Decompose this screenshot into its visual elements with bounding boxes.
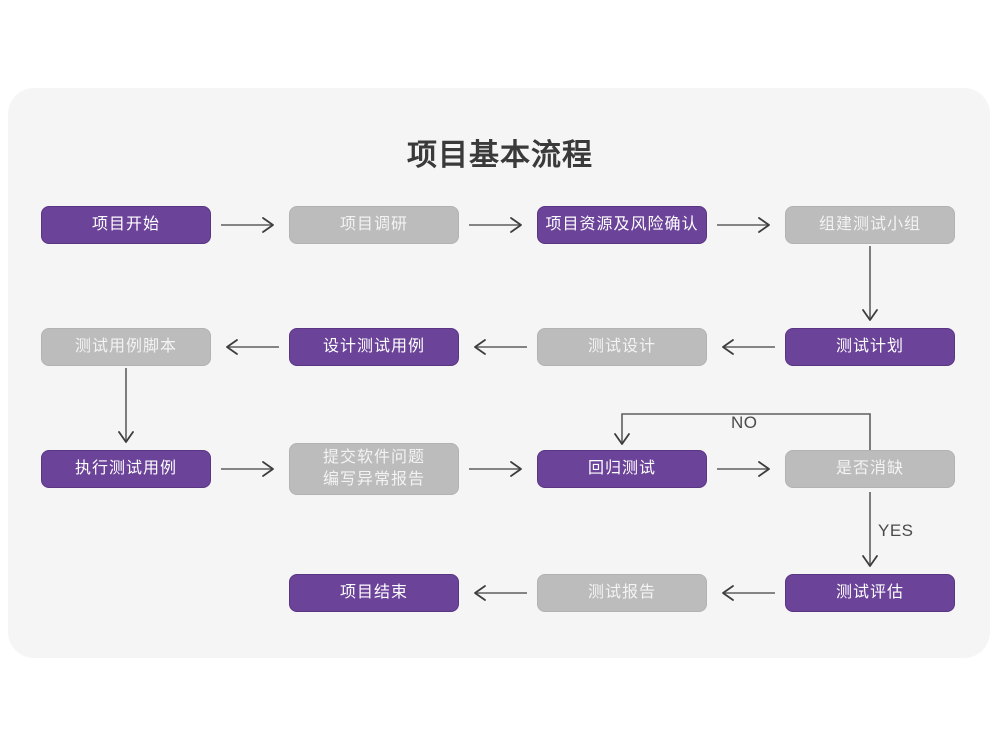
node-project-research[interactable]: 项目调研 [289, 206, 459, 244]
node-submit-issue-report[interactable]: 提交软件问题 编写异常报告 [289, 443, 459, 495]
node-project-end[interactable]: 项目结束 [289, 574, 459, 612]
page-title: 项目基本流程 [407, 139, 593, 172]
edge-label-yes: YES [878, 521, 914, 540]
node-test-case-script[interactable]: 测试用例脚本 [41, 328, 211, 366]
node-test-report[interactable]: 测试报告 [537, 574, 707, 612]
node-defect-resolved[interactable]: 是否消缺 [785, 450, 955, 488]
node-resource-risk-confirm[interactable]: 项目资源及风险确认 [537, 206, 707, 244]
flowchart-card [8, 88, 990, 658]
node-test-plan[interactable]: 测试计划 [785, 328, 955, 366]
node-regression-test[interactable]: 回归测试 [537, 450, 707, 488]
node-execute-test-case[interactable]: 执行测试用例 [41, 450, 211, 488]
node-design-test-case[interactable]: 设计测试用例 [289, 328, 459, 366]
edge-label-no: NO [731, 413, 758, 432]
node-test-design[interactable]: 测试设计 [537, 328, 707, 366]
node-form-test-team[interactable]: 组建测试小组 [785, 206, 955, 244]
node-project-start[interactable]: 项目开始 [41, 206, 211, 244]
node-test-evaluation[interactable]: 测试评估 [785, 574, 955, 612]
